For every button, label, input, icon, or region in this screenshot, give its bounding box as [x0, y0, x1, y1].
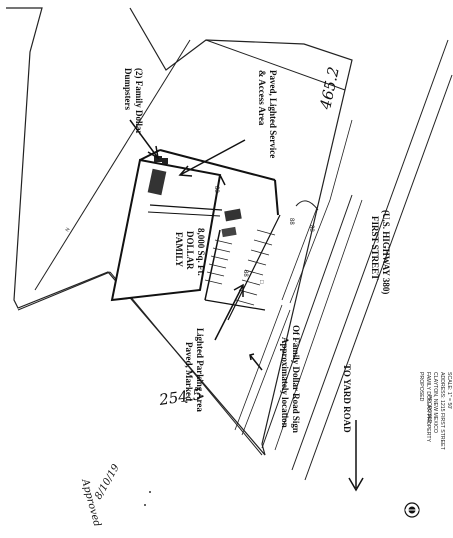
- parking-stalls: [204, 229, 276, 306]
- road-edge-6: [289, 199, 331, 304]
- stall-number-marks: 88 88 88 88 □: [213, 186, 314, 284]
- building-wall-5: [149, 204, 223, 211]
- arrows: [129, 119, 364, 492]
- stray-mark-1: [149, 491, 151, 493]
- street-label: FIRST STREET (U.S. HIGHWAY 380): [370, 210, 391, 294]
- parking-label: Paved, Marked, Lighted Parking Area: [184, 328, 205, 412]
- service-area-line-1: Paved, Lighted Service: [268, 70, 278, 158]
- stray-mark-2: [144, 504, 146, 506]
- building-wall-3: [274, 179, 279, 216]
- proposed-tag: PROPOSED: [426, 395, 432, 424]
- boundary-left-diagonal: [34, 39, 191, 291]
- dumpsters-line-2: Dumpsters: [123, 68, 133, 110]
- road-edge-7: [329, 119, 353, 201]
- bottom-dimension: 254.5: [157, 385, 203, 409]
- arrow-service: [179, 139, 246, 176]
- svg-text:□: □: [258, 280, 264, 284]
- building-wall-4: [219, 174, 226, 186]
- parking-line-2: Lighted Parking Area: [195, 328, 205, 412]
- svg-text:88: 88: [242, 270, 248, 277]
- sign-line-2: Of Family Dollar Road Sign: [291, 325, 301, 433]
- service-area-line-2: & Access Area: [257, 70, 267, 126]
- svg-text:88: 88: [213, 186, 219, 193]
- planter-hatched-3: [221, 226, 237, 238]
- parking-line-1: Paved, Marked,: [184, 342, 194, 403]
- building-wall-2: [159, 149, 276, 181]
- store-line-2: DOLLAR: [185, 231, 195, 270]
- svg-text:88: 88: [308, 225, 314, 232]
- north-arrow-icon: [404, 502, 420, 518]
- boundary-top-edge: [205, 39, 346, 91]
- title-line-1: PROPOSED: [418, 372, 424, 402]
- title-line-3: CLAYTON, NEW MEXICO: [432, 372, 438, 433]
- arrow-parking: [214, 284, 244, 341]
- store-line-1: FAMILY: [174, 232, 184, 268]
- yard-road-label: TO YARD ROAD: [342, 364, 352, 433]
- building-wall-6: [147, 211, 221, 217]
- street-line-1: FIRST STREET: [370, 216, 380, 280]
- road-edge-1: [261, 194, 353, 449]
- road-edge-2: [274, 199, 363, 451]
- store-label: FAMILY DOLLAR 8,000 Sq. Ft.: [174, 228, 206, 276]
- signature-note: Approved 8/10/19: [79, 462, 122, 528]
- sign-line-1: Approximately location: [280, 337, 290, 428]
- road-edge-4: [241, 309, 291, 436]
- street-line-2: (U.S. HIGHWAY 380): [381, 210, 391, 294]
- boundary-tick-label: N: [65, 227, 72, 233]
- boundary-bottom-left: [17, 271, 111, 311]
- building-outline: [110, 158, 222, 302]
- dumpsters-line-1: (2) Family Dollar: [134, 68, 144, 134]
- parking-edge-side: [227, 214, 281, 321]
- svg-text:88: 88: [288, 218, 294, 225]
- planter-hatched-2: [224, 208, 242, 222]
- dumpsters-label: (2) Family Dollar Dumpsters: [123, 68, 144, 137]
- top-dimension: 465.2: [316, 65, 343, 112]
- title-line-4: ADDRESS: 1215 FIRST STREET: [439, 372, 445, 451]
- highway-line-1: [291, 39, 449, 471]
- arrow-dumpsters: [129, 119, 159, 159]
- dumpster-1: [154, 156, 162, 162]
- title-line-5: SCALE: 1" = 50': [446, 372, 452, 409]
- dumpster-2: [162, 158, 168, 164]
- planter-hatched-1: [147, 168, 167, 196]
- road-edge-3: [234, 304, 283, 431]
- highway-line-2: [304, 74, 453, 481]
- arrow-sign: [249, 354, 263, 371]
- sign-label: Approximately location Of Family Dollar …: [280, 325, 301, 433]
- driveway-curve: [295, 200, 319, 211]
- store-line-3: 8,000 Sq. Ft.: [196, 228, 206, 276]
- title-line-2: FAMILY DOLLAR PROPERTY: [425, 372, 431, 443]
- road-edge-5: [281, 204, 319, 301]
- service-area-label: Paved, Lighted Service & Access Area: [257, 70, 278, 161]
- title-block: PROPOSED FAMILY DOLLAR PROPERTY CLAYTON,…: [418, 372, 452, 451]
- signature-line-2: 8/10/19: [93, 462, 122, 501]
